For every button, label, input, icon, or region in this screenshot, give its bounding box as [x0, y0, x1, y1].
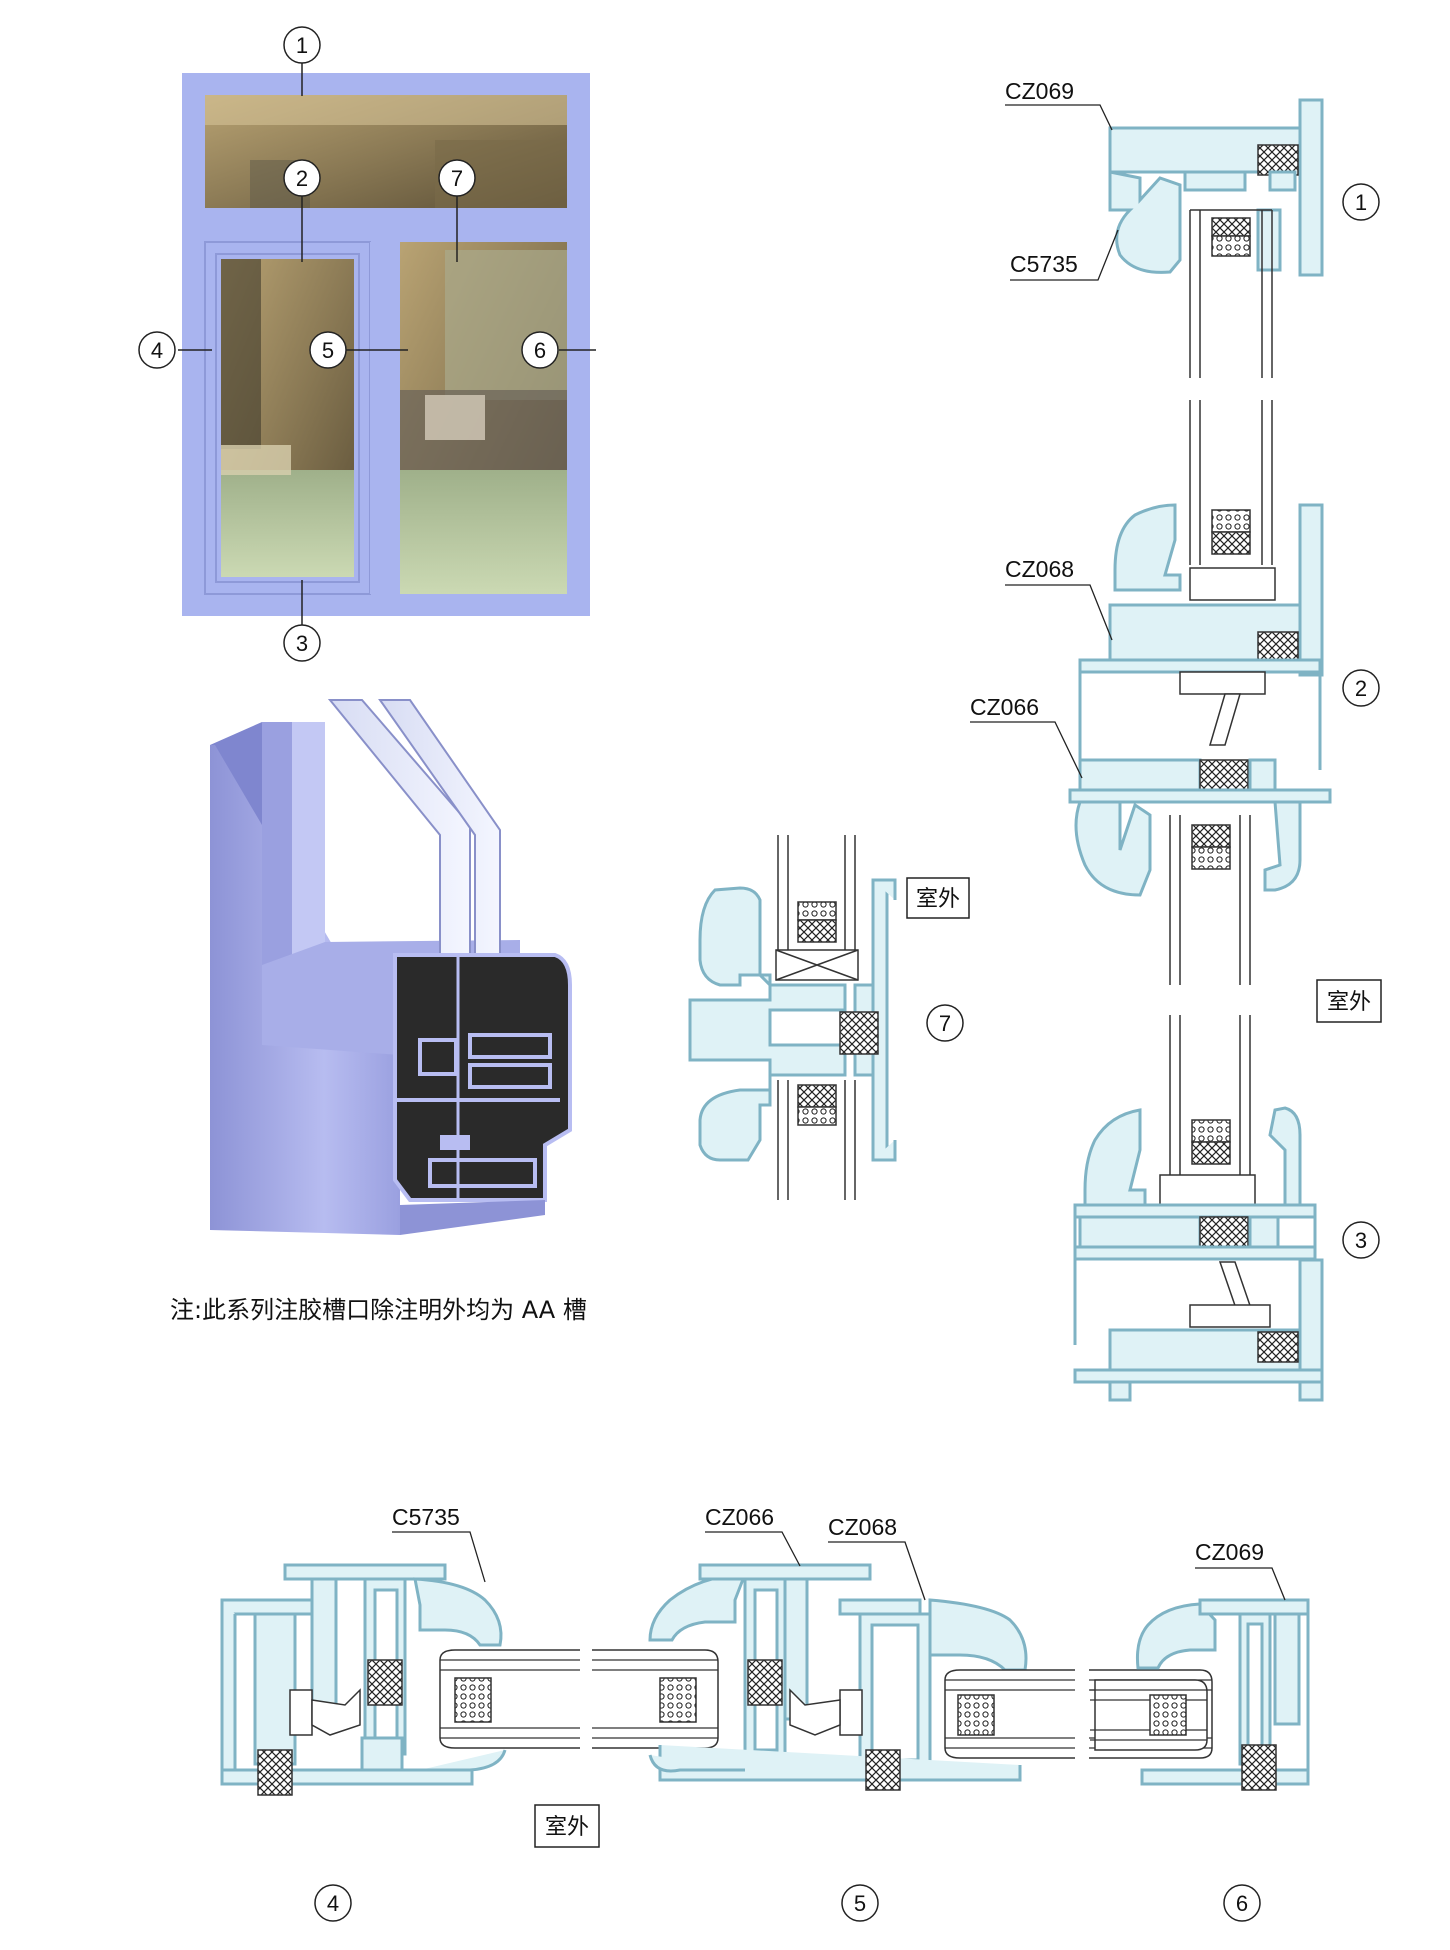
- svg-text:6: 6: [534, 338, 546, 363]
- section-4-glass: [439, 1640, 719, 1760]
- label-cz066-bottom: CZ066: [705, 1504, 801, 1567]
- elevation-callouts: [178, 63, 596, 625]
- callout-6: 6: [521, 331, 559, 369]
- outdoor-tag-7: 室外: [906, 877, 970, 919]
- label-cz069-top: CZ069: [1005, 78, 1113, 131]
- label-cz068-bottom: CZ068: [828, 1514, 926, 1601]
- section-callout-1: 1: [1342, 183, 1380, 221]
- svg-text:CZ069: CZ069: [1195, 1539, 1264, 1565]
- section-callout-2: 2: [1342, 669, 1380, 707]
- window-elevation: 1 2 7 4 5 6 3: [138, 26, 596, 662]
- outdoor-tag-bottom: 室外: [534, 1804, 600, 1848]
- note-text: 注:此系列注胶槽口除注明外均为 AA 槽: [170, 1296, 587, 1324]
- svg-text:3: 3: [1355, 1228, 1367, 1253]
- section-7: [688, 835, 897, 1200]
- callout-4: 4: [138, 331, 176, 369]
- svg-text:4: 4: [151, 338, 163, 363]
- svg-text:2: 2: [296, 166, 308, 191]
- profile-3d-render: [210, 699, 572, 1235]
- svg-text:7: 7: [451, 166, 463, 191]
- callout-7: 7: [438, 159, 476, 197]
- fixed-glass-right: [400, 242, 567, 594]
- svg-text:6: 6: [1236, 1891, 1248, 1916]
- label-cz068-right: CZ068: [1005, 556, 1113, 641]
- callout-5: 5: [309, 331, 347, 369]
- left-sash-glass: [221, 259, 354, 577]
- svg-text:CZ066: CZ066: [705, 1504, 774, 1530]
- section-6-glass: [1090, 1679, 1208, 1751]
- section-2: [1068, 503, 1332, 897]
- section-callout-4: 4: [314, 1884, 352, 1922]
- callout-1: 1: [283, 26, 321, 64]
- svg-text:5: 5: [322, 338, 334, 363]
- section-7-glass-bottom: [777, 1080, 856, 1200]
- label-cz069-bottom: CZ069: [1195, 1539, 1286, 1601]
- section-7-glass-top: [777, 835, 856, 955]
- section-callout-3: 3: [1342, 1221, 1380, 1259]
- svg-text:室外: 室外: [916, 886, 960, 911]
- section-callout-6: 6: [1223, 1884, 1261, 1922]
- svg-text:CZ066: CZ066: [970, 694, 1039, 720]
- transom-bar: [182, 208, 590, 242]
- profile-section-end: [393, 953, 572, 1202]
- label-c5735-bottom: C5735: [392, 1504, 486, 1583]
- section-1-glass: [1189, 209, 1273, 378]
- svg-text:C5735: C5735: [1010, 251, 1078, 277]
- section-callout-5: 5: [841, 1884, 879, 1922]
- section-6: [1136, 1598, 1310, 1786]
- section-3-glass: [1169, 1015, 1251, 1185]
- section-2-glass-bottom: [1169, 815, 1251, 985]
- svg-text:CZ069: CZ069: [1005, 78, 1074, 104]
- svg-text:4: 4: [327, 1891, 339, 1916]
- callout-2: 2: [283, 159, 321, 197]
- svg-text:C5735: C5735: [392, 1504, 460, 1530]
- label-c5735-top: C5735: [1010, 229, 1119, 281]
- svg-text:1: 1: [296, 33, 308, 58]
- section-2-glass-top: [1189, 400, 1273, 565]
- label-cz066-right: CZ066: [970, 694, 1083, 779]
- svg-text:5: 5: [854, 1891, 866, 1916]
- section-1: [1108, 98, 1324, 277]
- section-callout-7: 7: [926, 1004, 964, 1042]
- svg-text:2: 2: [1355, 676, 1367, 701]
- outdoor-tag-right: 室外: [1316, 979, 1382, 1023]
- svg-text:3: 3: [296, 631, 308, 656]
- mullion: [370, 242, 400, 594]
- svg-text:室外: 室外: [1327, 989, 1371, 1014]
- transom-glass: [205, 95, 567, 208]
- callout-3: 3: [283, 624, 321, 662]
- svg-text:1: 1: [1355, 190, 1367, 215]
- svg-text:CZ068: CZ068: [828, 1514, 897, 1540]
- svg-text:室外: 室外: [545, 1814, 589, 1839]
- svg-text:7: 7: [939, 1011, 951, 1036]
- svg-text:CZ068: CZ068: [1005, 556, 1074, 582]
- section-3: [1073, 1106, 1324, 1402]
